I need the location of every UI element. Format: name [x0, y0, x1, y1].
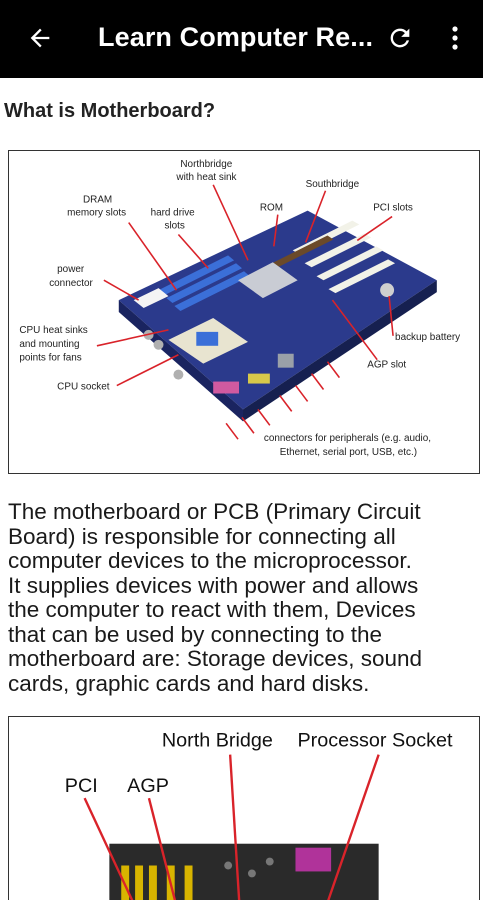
- paragraph-line: motherboard are: Storage devices, sound: [8, 646, 422, 671]
- label-pci: PCI: [65, 775, 98, 797]
- label-agp: AGP: [127, 775, 169, 797]
- label-cpu-socket: CPU socket: [57, 382, 110, 393]
- pointer-lines: [96, 184, 394, 440]
- label-agp-slot: AGP slot: [367, 360, 406, 371]
- more-vert-icon: [452, 26, 458, 50]
- refresh-icon: [390, 28, 410, 48]
- section-heading: What is Motherboard?: [4, 100, 216, 122]
- label-pci-slots: PCI slots: [373, 203, 413, 214]
- motherboard-description: The motherboard or PCB (Primary Circuit …: [8, 499, 478, 696]
- motherboard-photo: North Bridge Processor Socket PCI AGP: [65, 730, 453, 900]
- label-cpu-mounting: and mounting: [19, 339, 79, 350]
- label-power-connector: connector: [49, 278, 93, 289]
- more-options-button[interactable]: [440, 20, 470, 56]
- label-hard-drive: hard drive: [151, 208, 196, 219]
- app-title: Learn Computer Re...: [98, 22, 374, 52]
- label-dram-slots: memory slots: [67, 208, 126, 219]
- paragraph-line: Board) is responsible for connecting all: [8, 523, 396, 549]
- label-southbridge: Southbridge: [306, 179, 360, 190]
- pointer-lines: [83, 754, 380, 900]
- paragraph-line: cards, graphic cards and hard disks.: [8, 670, 370, 696]
- label-hard-drive-slots: slots: [164, 221, 184, 232]
- paragraph-line: computer devices to the microprocessor.: [8, 548, 412, 573]
- label-northbridge: Northbridge: [180, 159, 232, 170]
- arrow-left-icon: [30, 28, 50, 48]
- label-processor-socket: Processor Socket: [297, 730, 453, 752]
- paragraph-line: The motherboard or PCB (Primary Circuit: [8, 499, 421, 524]
- label-north-bridge: North Bridge: [162, 730, 273, 752]
- paragraph-line: the computer to react with them, Devices: [8, 597, 416, 622]
- label-dram: DRAM: [83, 195, 112, 206]
- label-northbridge-heatsink: with heat sink: [175, 172, 236, 183]
- motherboard-diagram: Northbridge with heat sink Southbridge D…: [19, 159, 460, 458]
- motherboard-photo-image: North Bridge Processor Socket PCI AGP: [8, 716, 480, 900]
- paragraph-line: It supplies devices with power and allow…: [8, 572, 419, 598]
- paragraph-line: that can be used by connecting to the: [8, 621, 383, 647]
- refresh-button[interactable]: [382, 20, 418, 56]
- label-connectors: connectors for peripherals (e.g. audio,: [264, 433, 431, 444]
- label-cpu-fans: points for fans: [19, 353, 81, 364]
- app-bar: Learn Computer Re...: [0, 0, 483, 78]
- label-connectors-examples: Ethernet, serial port, USB, etc.): [280, 447, 417, 458]
- label-cpu-heat-sinks: CPU heat sinks: [19, 325, 87, 336]
- label-rom: ROM: [260, 203, 283, 214]
- back-button[interactable]: [22, 20, 58, 56]
- motherboard-diagram-image: Northbridge with heat sink Southbridge D…: [8, 150, 480, 474]
- label-backup-battery: backup battery: [395, 332, 460, 343]
- label-power: power: [57, 264, 85, 275]
